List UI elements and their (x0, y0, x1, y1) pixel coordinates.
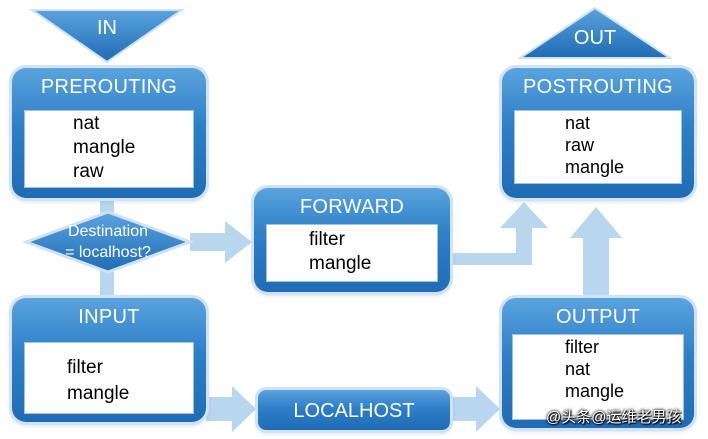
connector-decision-input (100, 266, 114, 298)
table-item: nat (73, 113, 100, 134)
chain-forward-title: FORWARD (299, 196, 405, 218)
chain-postrouting-tables: nat raw mangle (514, 110, 682, 184)
table-item: mangle (565, 381, 625, 401)
chain-output: OUTPUT filter nat mangle (502, 298, 694, 428)
localhost-box: LOCALHOST (258, 390, 450, 430)
chain-forward: FORWARD filter mangle (254, 188, 450, 292)
in-triangle (28, 9, 186, 64)
table-item: raw (565, 135, 595, 155)
decision-text-line2: = localhost? (65, 244, 151, 261)
chain-input-title: INPUT (78, 306, 140, 328)
decision-text-line1: Destination (67, 223, 149, 240)
arrow-localhost-to-output (452, 386, 500, 432)
in-label: IN (97, 17, 117, 39)
table-item: mangle (67, 383, 130, 404)
arrow-input-to-localhost (206, 386, 256, 432)
table-item: filter (67, 357, 103, 378)
arrow-forward-to-postrouting (452, 202, 548, 265)
decision-diamond (21, 210, 195, 274)
chain-prerouting-title: PREROUTING (40, 76, 178, 98)
watermark-text: @头条@运维老男孩 (546, 409, 682, 426)
table-item: mangle (309, 253, 372, 274)
arrow-output-to-postrouting (570, 207, 622, 296)
chain-prerouting-tables: nat mangle raw (24, 110, 194, 188)
chain-output-title: OUTPUT (555, 306, 641, 328)
chain-output-tables: filter nat mangle (512, 334, 684, 420)
table-item: nat (565, 113, 591, 133)
table-item: mangle (565, 157, 625, 177)
table-item: nat (565, 359, 591, 379)
chain-postrouting-title: POSTROUTING (523, 76, 673, 98)
chain-input: INPUT filter mangle (12, 298, 206, 422)
arrow-decision-to-forward (190, 221, 252, 263)
table-item: filter (565, 337, 600, 357)
out-triangle (516, 6, 674, 59)
chain-forward-tables: filter mangle (266, 224, 438, 282)
chain-postrouting: POSTROUTING nat raw mangle (502, 68, 694, 198)
table-item: mangle (73, 137, 136, 158)
localhost-label: LOCALHOST (293, 400, 415, 422)
table-item: filter (309, 229, 345, 250)
table-item: raw (73, 161, 104, 182)
out-label: OUT (573, 27, 617, 49)
chain-input-tables: filter mangle (24, 342, 194, 414)
chain-prerouting: PREROUTING nat mangle raw (12, 68, 206, 198)
